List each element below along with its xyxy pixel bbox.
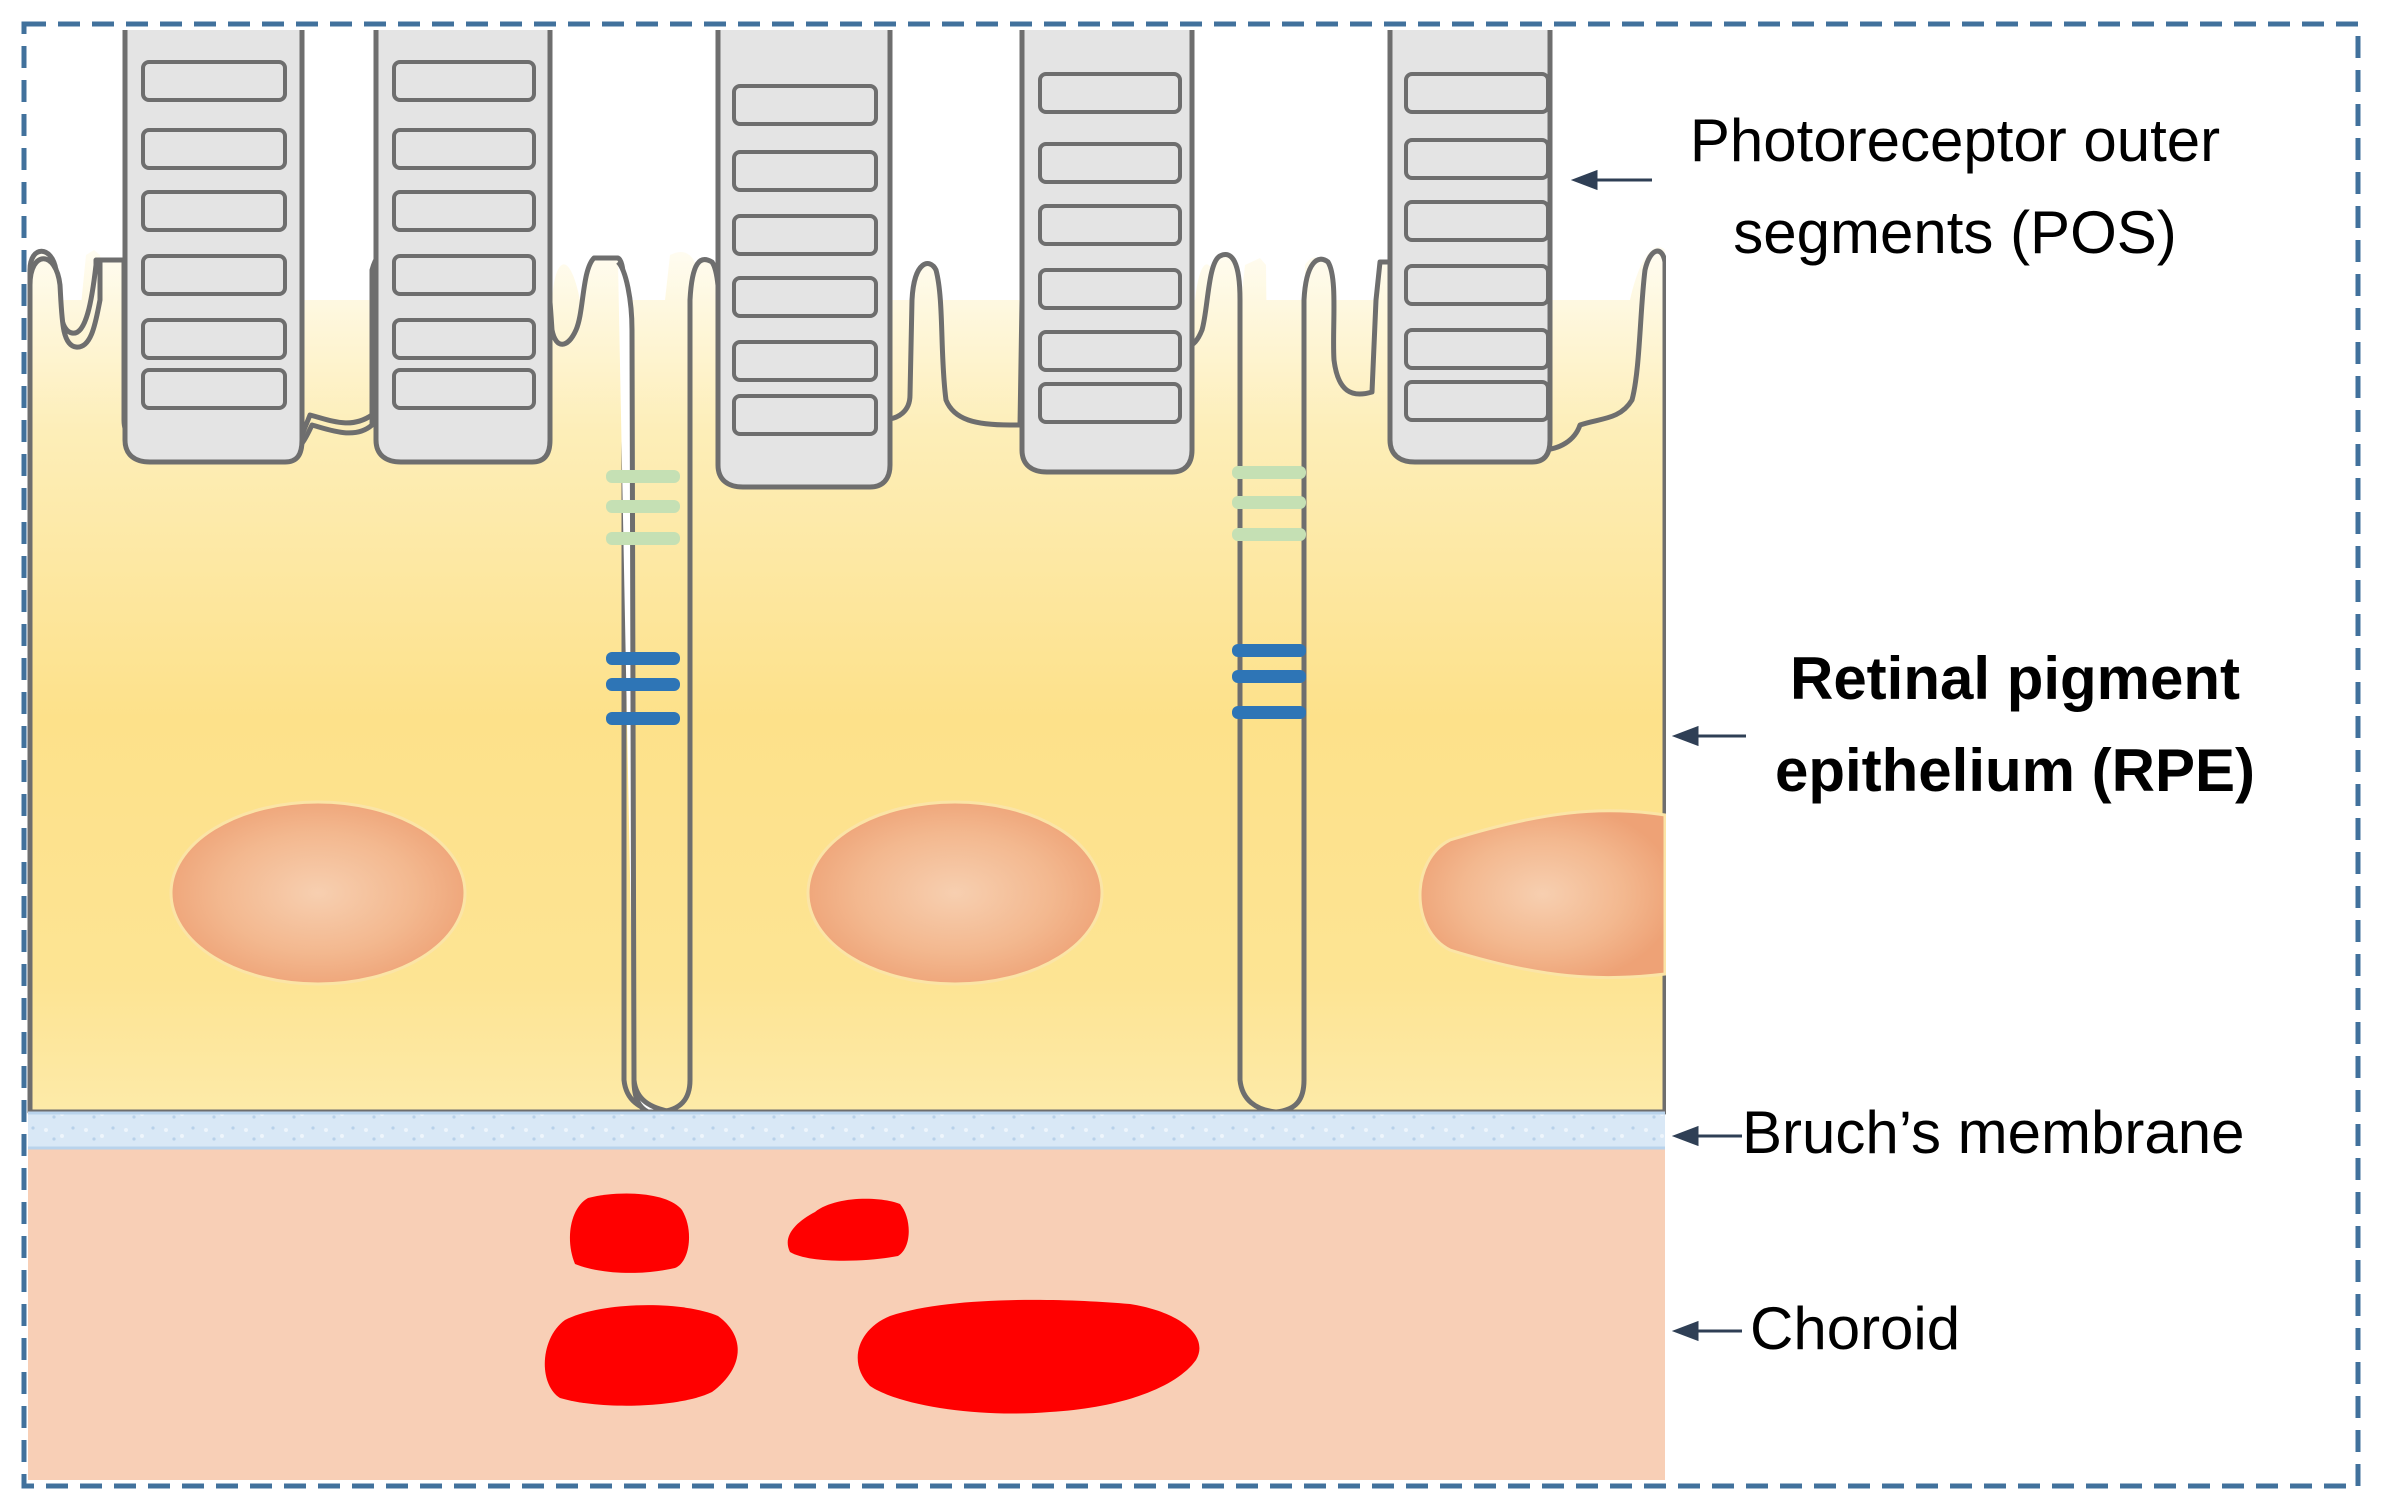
blood-vessel-3: [544, 1305, 738, 1406]
pos-rod-2: [373, 30, 553, 465]
label-rpe-line-2: epithelium (RPE): [1774, 737, 2256, 804]
pos-rod-5: [1387, 30, 1553, 465]
pos-rod-3: [715, 30, 893, 490]
nucleus-1: [169, 800, 467, 986]
blood-vessel-1: [569, 1193, 690, 1273]
diagram-frame: [21, 21, 2361, 1489]
label-pos-line-2: segments (POS): [1733, 199, 2177, 266]
label-retinal-pigment-epithelium: Retinal pigment epithelium (RPE): [1705, 633, 2325, 817]
adherens-junctions: [606, 466, 1306, 545]
label-bruch-membrane: Bruch’s membrane: [1742, 1099, 2245, 1166]
photoreceptor-outer-segments: [122, 30, 1553, 490]
label-photoreceptor-outer-segments: Photoreceptor outer segments (POS): [1615, 95, 2295, 279]
bruch-membrane: [28, 1112, 1665, 1148]
choroidal-blood-vessels: [544, 1193, 1200, 1414]
label-rpe-line-1: Retinal pigment: [1789, 645, 2241, 712]
adherens-junction-2: [1232, 466, 1306, 479]
nuclei: [169, 800, 1667, 986]
label-arrows: [1570, 169, 1746, 1342]
label-choroid: Choroid: [1750, 1295, 1961, 1362]
blood-vessel-4: [857, 1299, 1200, 1414]
adherens-junction-1: [606, 470, 680, 483]
choroid-layer: [28, 1145, 1665, 1480]
label-pos-line-1: Photoreceptor outer: [1689, 107, 2221, 174]
pos-rod-1: [122, 30, 305, 465]
tight-junctions: [606, 644, 1306, 725]
tight-junction-2: [1232, 644, 1306, 657]
pos-rod-4: [1019, 30, 1195, 475]
nucleus-3: [1418, 809, 1667, 980]
tight-junction-1: [606, 652, 680, 665]
blood-vessel-2: [787, 1198, 909, 1261]
nucleus-2: [806, 800, 1104, 986]
